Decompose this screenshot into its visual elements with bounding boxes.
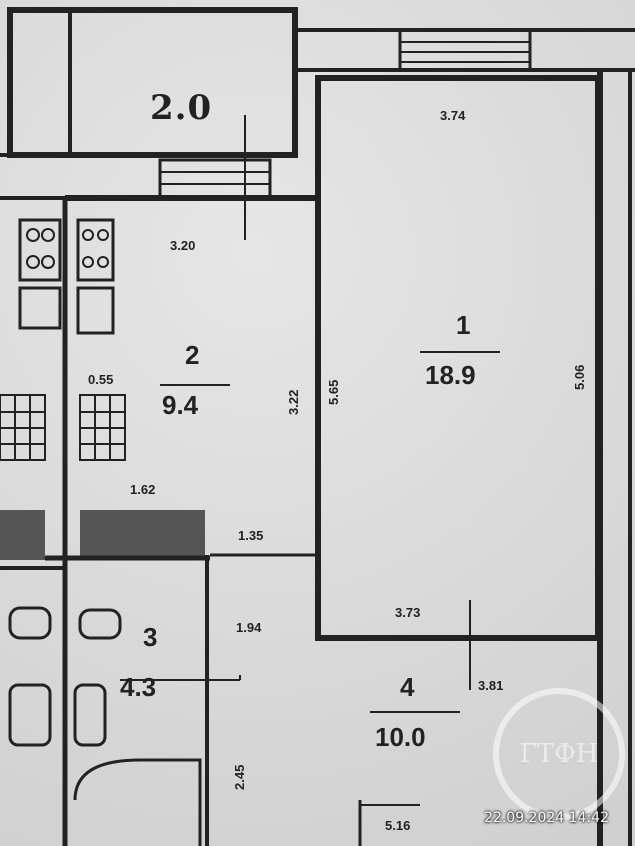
room1-dim-right: 5.06 bbox=[572, 364, 587, 390]
room4-area: 10.0 bbox=[375, 722, 426, 752]
room3-number: 3 bbox=[143, 622, 158, 652]
watermark-logo-text: ГТФН bbox=[519, 739, 599, 769]
room3-dim-bottom: 2.45 bbox=[232, 764, 247, 790]
room4-dim-right: 3.81 bbox=[478, 678, 504, 693]
room1-dim-left: 5.65 bbox=[326, 379, 341, 405]
watermark-logo-icon: ГТФН bbox=[493, 688, 625, 820]
room1-number: 1 bbox=[456, 310, 471, 340]
room3-area: 4.3 bbox=[120, 672, 157, 702]
room1-area: 18.9 bbox=[425, 360, 476, 390]
room1-dim-bottom: 3.73 bbox=[395, 605, 421, 620]
room1-dim-top: 3.74 bbox=[440, 108, 466, 123]
room2-dim-bottom: 1.62 bbox=[130, 482, 156, 497]
balcony-label: 2.0 bbox=[150, 88, 213, 128]
room2-dim-right: 3.22 bbox=[286, 389, 301, 415]
room2-number: 2 bbox=[185, 340, 200, 370]
room4-number: 4 bbox=[400, 672, 415, 702]
room2-dim-small: 0.55 bbox=[88, 372, 114, 387]
room2-area: 9.4 bbox=[162, 390, 199, 420]
room3-dim-right: 1.94 bbox=[236, 620, 262, 635]
room3-dim-top: 1.35 bbox=[238, 528, 264, 543]
room4-dim-bottom: 5.16 bbox=[385, 818, 411, 833]
photo-timestamp: 22.09.2024 14:42 bbox=[484, 810, 609, 826]
room2-dim-top: 3.20 bbox=[170, 238, 196, 253]
